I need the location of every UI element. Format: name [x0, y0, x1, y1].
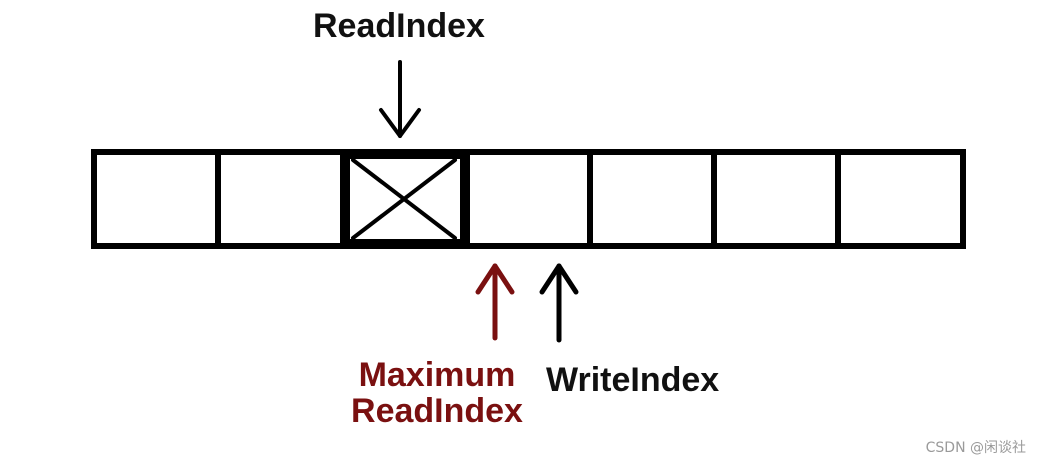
maximum-read-index-arrow-icon	[475, 263, 515, 341]
read-cell-highlight	[346, 155, 464, 243]
cell-dividers	[215, 152, 841, 246]
write-index-arrow-icon	[539, 263, 579, 343]
maximum-read-index-label: Maximum ReadIndex	[343, 357, 531, 429]
maximum-read-index-label-line1: Maximum	[358, 356, 516, 394]
watermark: CSDN @闲谈社	[925, 440, 1026, 456]
consumed-cell-cross-icon	[351, 158, 457, 240]
read-index-label: ReadIndex	[313, 7, 485, 45]
write-index-label: WriteIndex	[546, 361, 720, 399]
maximum-read-index-label-line2: ReadIndex	[351, 392, 523, 430]
read-index-arrow-icon	[379, 60, 421, 138]
buffer-outline	[91, 149, 966, 249]
